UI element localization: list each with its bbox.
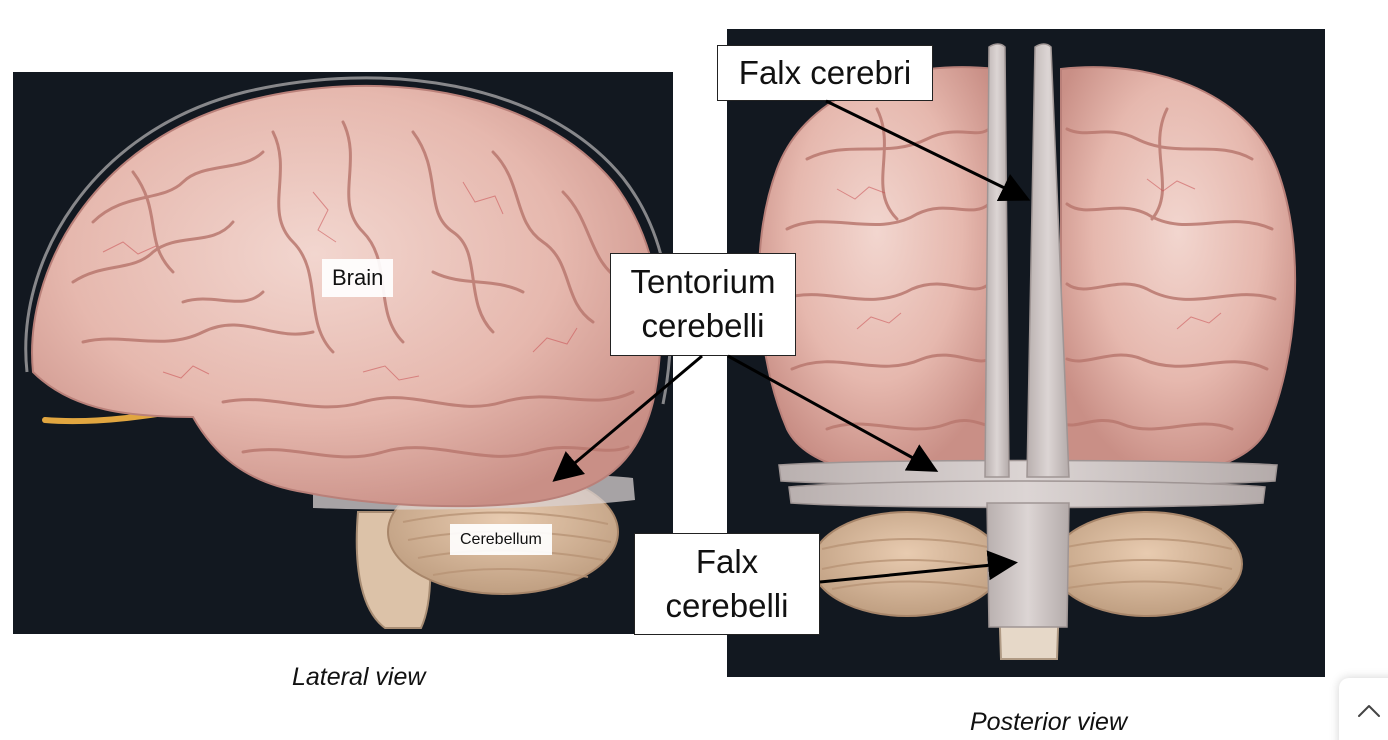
lateral-brain-illustration	[24, 76, 672, 629]
falx-cerebri-shape-right	[1026, 43, 1070, 478]
falx-cerebelli-label: Falx cerebelli	[634, 533, 820, 635]
falx-cerebelli-label-line1: Falx	[695, 543, 759, 580]
lateral-view-caption: Lateral view	[292, 663, 426, 691]
brain-label: Brain	[322, 259, 394, 298]
scroll-to-top-button[interactable]	[1339, 678, 1388, 740]
tentorium-label-line1: Tentorium	[630, 263, 776, 300]
falx-cerebelli-label-line2: cerebelli	[665, 587, 789, 624]
falx-cerebri-shape	[984, 43, 1010, 478]
tentorium-lower	[788, 480, 1266, 509]
tentorium-cerebelli-label: Tentorium cerebelli	[610, 253, 796, 356]
cerebellum-label: Cerebellum	[450, 524, 552, 556]
chevron-up-icon	[1358, 705, 1380, 717]
tentorium-label-line2: cerebelli	[641, 307, 765, 344]
lateral-view-image: Brain Cerebellum	[13, 72, 673, 634]
posterior-view-caption: Posterior view	[970, 708, 1127, 736]
falx-cerebelli-shape	[986, 502, 1070, 628]
falx-cerebri-label: Falx cerebri	[717, 45, 933, 101]
right-hemisphere	[1060, 66, 1297, 481]
